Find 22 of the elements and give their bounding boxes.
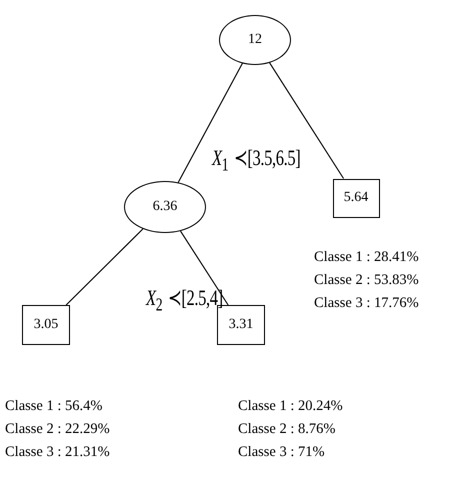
class-percentage: Classe 2 : 22.29%: [5, 420, 110, 439]
split-condition: X$_{2}$ ≺[2.5,4]: [146, 285, 223, 316]
branch-line: [66, 228, 144, 306]
class-percentage: Classe 2 : 8.76%: [238, 420, 336, 439]
node-value: 12: [248, 32, 262, 48]
class-percentage: Classe 1 : 56.4%: [5, 397, 102, 416]
node-value: 5.64: [344, 190, 368, 206]
leaf-box: [332, 178, 380, 218]
node-value: 6.36: [152, 199, 178, 215]
branch-line: [269, 62, 344, 179]
class-percentage: Classe 1 : 20.24%: [238, 397, 343, 416]
leaf-box: [22, 305, 70, 345]
class-percentage: Classe 2 : 53.83%: [314, 271, 419, 290]
branch-line: [180, 230, 229, 306]
class-percentage: Classe 3 : 71%: [238, 443, 325, 462]
node-value: 3.05: [34, 317, 58, 333]
class-percentage: Classe 1 : 28.41%: [314, 248, 419, 267]
branch-line: [178, 63, 243, 183]
node-value: 3.31: [228, 317, 254, 333]
class-percentage: Classe 3 : 21.31%: [5, 443, 110, 462]
class-percentage: Classe 3 : 17.76%: [314, 294, 419, 313]
split-condition: X$_{1}$ ≺[3.5,6.5]: [212, 145, 300, 176]
